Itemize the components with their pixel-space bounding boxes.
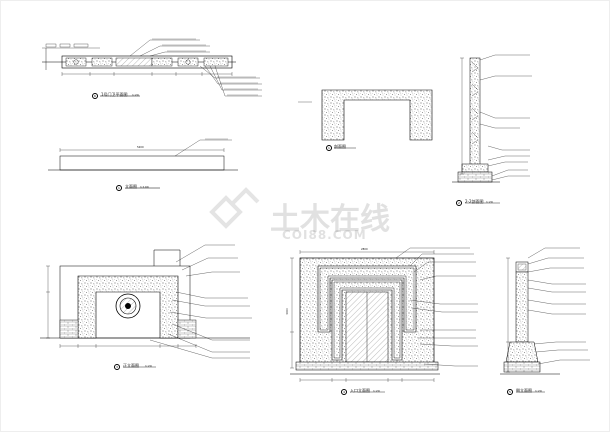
gate-elevation-side-dimension: 3000 (285, 308, 289, 315)
ground-line-number: 1 (116, 185, 122, 191)
gate-elevation-view (290, 247, 478, 393)
gate-elevation-number: 4 (341, 389, 347, 395)
plan-section-number: 6 (92, 93, 98, 99)
ground-line-dimension: 5200 (137, 146, 144, 149)
gate-elevation-scale: 1:20 (373, 389, 380, 393)
watermark-english: COI88.COM (282, 228, 367, 242)
watermark-logo-mark (209, 187, 260, 229)
side-elevation-title: 侧立面图 (516, 388, 532, 393)
gate-elevation-top-dimension: 2800 (361, 248, 368, 251)
plan-section-scale: 1:20 (132, 93, 139, 97)
front-elevation-title: 正立面图 (123, 363, 139, 368)
gate-elevation-title: 入口立面图 (350, 388, 370, 393)
side-section-view (452, 54, 532, 204)
arch-detail-view (298, 89, 433, 149)
side-section-scale: 1:20 (486, 200, 493, 204)
ground-line-view (48, 138, 238, 189)
side-elevation-scale: 1:20 (535, 389, 542, 393)
side-elevation-view (500, 247, 590, 393)
side-section-number: 2 (456, 200, 462, 206)
front-elevation-view (40, 244, 252, 368)
side-section-title: 2-2剖面图 (465, 199, 484, 204)
arch-detail-number: 1 (326, 145, 332, 151)
front-elevation-number: 3 (114, 364, 120, 370)
plan-section-view (42, 38, 262, 97)
front-elevation-scale: 1:20 (145, 364, 152, 368)
arch-detail-title: 剖面图 (334, 144, 346, 149)
ground-line-scale: 1:100 (140, 185, 149, 189)
ground-line-title: 立面图 (125, 184, 137, 189)
plan-section-title: 1号门卫平面图 (101, 92, 128, 97)
side-elevation-number: 5 (507, 389, 513, 395)
watermark-chinese: 土木在线 (270, 202, 390, 237)
